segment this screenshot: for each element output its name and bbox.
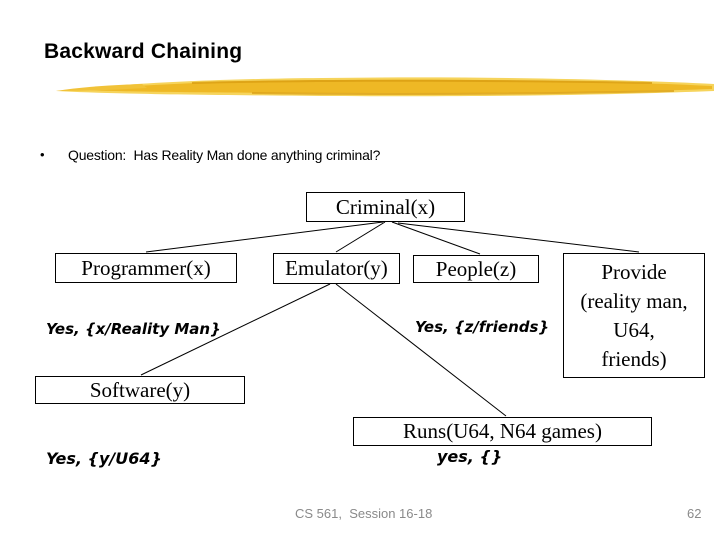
edge-criminal-people bbox=[391, 221, 481, 255]
edge-criminal-programmer bbox=[145, 221, 384, 253]
annotation-z-substitution: Yes, {z/friends} bbox=[415, 318, 550, 336]
node-people: People(z) bbox=[413, 255, 539, 283]
slide-title: Backward Chaining bbox=[44, 40, 243, 63]
node-provide: Provide (reality man, U64, friends) bbox=[563, 253, 705, 378]
edge-emulator-runs bbox=[335, 283, 507, 417]
node-criminal: Criminal(x) bbox=[306, 192, 465, 222]
edge-criminal-emulator bbox=[335, 221, 386, 253]
node-emulator: Emulator(y) bbox=[273, 253, 400, 284]
edge-criminal-provide bbox=[397, 222, 640, 253]
footer-course-label: CS 561, Session 16-18 bbox=[295, 506, 433, 521]
annotation-empty-substitution: yes, {} bbox=[437, 447, 503, 466]
annotation-y-substitution: Yes, {y/U64} bbox=[46, 449, 162, 468]
bullet-text: Question: Has Reality Man done anything … bbox=[68, 147, 381, 163]
node-programmer: Programmer(x) bbox=[55, 253, 237, 283]
footer-page-number: 62 bbox=[687, 506, 702, 521]
annotation-x-substitution: Yes, {x/Reality Man} bbox=[46, 320, 221, 338]
bullet-item: • Question: Has Reality Man done anythin… bbox=[40, 147, 380, 163]
brush-stroke-graphic bbox=[56, 77, 714, 97]
bullet-marker: • bbox=[40, 147, 45, 162]
node-runs: Runs(U64, N64 games) bbox=[353, 417, 652, 446]
node-software: Software(y) bbox=[35, 376, 245, 404]
